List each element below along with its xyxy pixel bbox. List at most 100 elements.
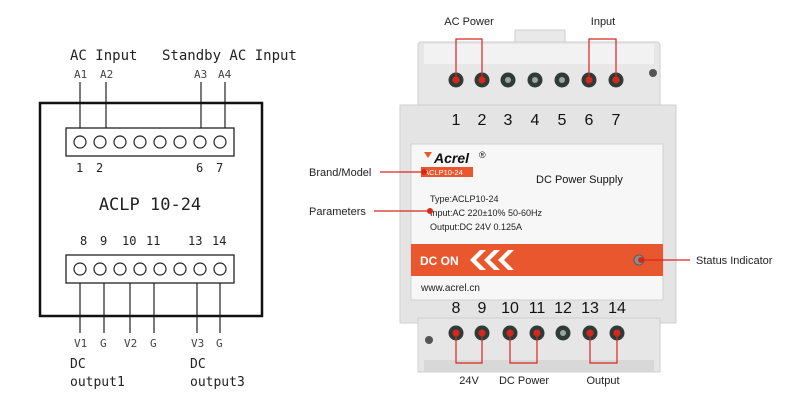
callout-dot xyxy=(478,76,486,84)
terminal-hole xyxy=(73,262,87,276)
module-outline xyxy=(38,101,264,318)
top-terminal-strip xyxy=(65,127,235,157)
website: www.acrel.cn xyxy=(420,283,480,294)
pin-number-11: 11 xyxy=(146,234,160,248)
standby-ac-input-label: Standby AC Input xyxy=(162,48,297,64)
pin-number-2: 2 xyxy=(96,161,103,175)
model-tag-bg xyxy=(421,167,473,177)
mounting-screw-icon xyxy=(649,69,657,77)
terminal-screw-head-icon xyxy=(559,77,565,83)
terminal-number: 5 xyxy=(558,112,567,129)
top-terminal-numbers: 1 2 3 4 5 6 7 xyxy=(452,112,621,129)
wire-label-g2: G xyxy=(150,337,157,350)
pin-number-10: 10 xyxy=(122,234,136,248)
pin-number-9: 9 xyxy=(100,234,107,248)
terminal-hole xyxy=(93,262,107,276)
terminal-hole xyxy=(193,135,207,149)
pin-number-6: 6 xyxy=(196,161,203,175)
callout-dc-power: DC Power xyxy=(499,375,549,387)
terminal-hole xyxy=(133,135,147,149)
callout-brand-model: Brand/Model xyxy=(309,167,371,179)
callout-dot xyxy=(612,76,620,84)
terminal-hole xyxy=(193,262,207,276)
callout-dot xyxy=(452,76,460,84)
registered-mark: ® xyxy=(479,150,486,160)
dc-output3-line2: output3 xyxy=(190,375,245,390)
terminal-hole xyxy=(93,135,107,149)
callout-dots xyxy=(421,76,644,337)
wire-label-v1: V1 xyxy=(74,337,87,350)
terminal-number: 13 xyxy=(581,300,599,317)
ac-input-label: AC Input xyxy=(70,48,137,64)
schematic-model-name: ACLP 10-24 xyxy=(99,195,201,215)
terminal-hole xyxy=(153,135,167,149)
terminal-screw-head-icon xyxy=(505,77,511,83)
bottom-terminal-holes xyxy=(73,262,227,276)
callout-status-indicator: Status Indicator xyxy=(696,255,773,267)
terminal-hole xyxy=(213,262,227,276)
top-terminal-holes xyxy=(73,135,227,149)
bottom-terminal-numbers: 8 9 10 11 12 13 14 xyxy=(452,300,626,317)
dc-output3-line1: DC xyxy=(190,357,206,372)
wire-label-v3: V3 xyxy=(191,337,204,350)
terminal-screw-head-icon xyxy=(560,330,566,336)
callout-input: Input xyxy=(591,16,615,28)
dc-output1-line2: output1 xyxy=(70,375,125,390)
wire-label-g1: G xyxy=(100,337,107,350)
terminal-hole xyxy=(213,135,227,149)
mounting-screw-icon xyxy=(425,336,433,344)
callout-output-line xyxy=(589,333,618,364)
terminal-hole xyxy=(153,262,167,276)
terminal-number: 12 xyxy=(554,300,572,317)
terminal-hole xyxy=(113,135,127,149)
terminal-number: 14 xyxy=(608,300,626,317)
callout-dot xyxy=(638,257,644,263)
callout-parameters: Parameters xyxy=(309,206,366,218)
wire-label-g3: G xyxy=(216,337,223,350)
callout-dot xyxy=(533,329,541,337)
input-line: Input:AC 220±10% 50-60Hz xyxy=(430,208,543,218)
callout-output: Output xyxy=(586,375,619,387)
callout-dot xyxy=(452,329,460,337)
chevron-arrows-icon xyxy=(470,250,514,270)
callout-dot xyxy=(478,329,486,337)
brand-name: Acrel xyxy=(433,150,470,166)
terminal-number: 11 xyxy=(529,300,546,317)
terminal-number: 9 xyxy=(478,300,487,317)
callout-labels: AC Power Input Brand/Model Parameters St… xyxy=(309,16,773,387)
terminal-number: 1 xyxy=(452,112,461,129)
device-illustration: 1 2 3 4 5 6 7 Acrel ® ACLP10-24 DC Power… xyxy=(309,16,773,387)
terminal-number: 6 xyxy=(585,112,594,129)
callout-dot xyxy=(421,169,427,175)
output-line: Output:DC 24V 0.125A xyxy=(430,222,522,232)
callout-dot xyxy=(613,329,621,337)
callout-input-line xyxy=(588,38,617,80)
terminal-hole xyxy=(113,262,127,276)
terminal-number: 4 xyxy=(531,112,540,129)
terminal-number: 2 xyxy=(478,112,487,129)
bottom-terminal-strip xyxy=(65,254,235,284)
callout-dot xyxy=(506,329,514,337)
dc-on-label: DC ON xyxy=(420,254,459,268)
wiring-schematic: AC Input Standby AC Input A1 A2 A3 A4 1 … xyxy=(38,48,297,390)
pin-number-8: 8 xyxy=(80,234,87,248)
wire-label-a2: A2 xyxy=(100,68,113,81)
wire-label-a1: A1 xyxy=(74,68,87,81)
terminal-hole xyxy=(73,135,87,149)
brand-logo: Acrel ® ACLP10-24 xyxy=(421,150,486,177)
callout-lines xyxy=(374,38,690,364)
callout-dot xyxy=(427,208,433,214)
callout-dot xyxy=(585,76,593,84)
callout-24v: 24V xyxy=(459,375,479,387)
terminal-number: 3 xyxy=(504,112,513,129)
pin-number-13: 13 xyxy=(188,234,202,248)
callout-dc-power-line xyxy=(509,333,538,364)
bottom-housing-lip xyxy=(424,360,654,372)
terminal-hole xyxy=(173,262,187,276)
top-housing-lip xyxy=(424,44,654,64)
terminal-hole xyxy=(133,262,147,276)
callout-ac-power-line xyxy=(455,38,483,80)
dc-output1-line1: DC xyxy=(70,357,86,372)
callout-24v-line xyxy=(455,333,483,364)
